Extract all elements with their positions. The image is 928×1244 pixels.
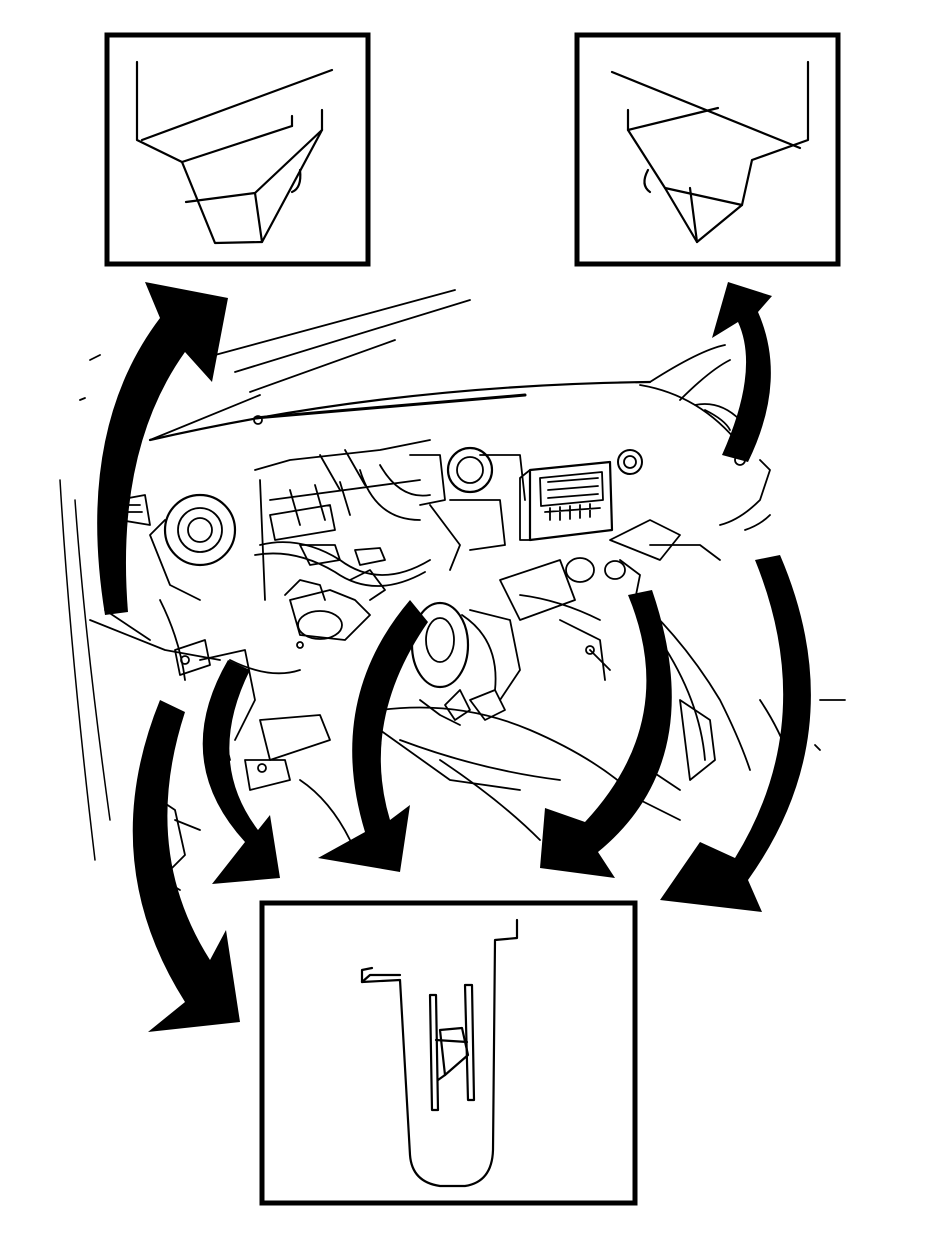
arrow-to-lower-inset-1 (132, 700, 240, 1032)
dashboard-illustration (59, 289, 846, 891)
arrow-to-lower-inset-3 (318, 600, 428, 872)
lower-clip-detail (259, 900, 638, 1206)
upper-right-clip-detail (574, 32, 841, 267)
upper-left-clip-detail (104, 32, 371, 267)
arrow-to-lower-inset-5 (660, 555, 811, 912)
direction-arrows (97, 282, 811, 1032)
arrow-to-upper-left-inset (97, 282, 228, 615)
arrow-to-upper-right-inset (712, 282, 772, 462)
arrow-to-lower-inset-4 (540, 590, 672, 878)
arrow-to-lower-inset-2 (202, 660, 280, 884)
